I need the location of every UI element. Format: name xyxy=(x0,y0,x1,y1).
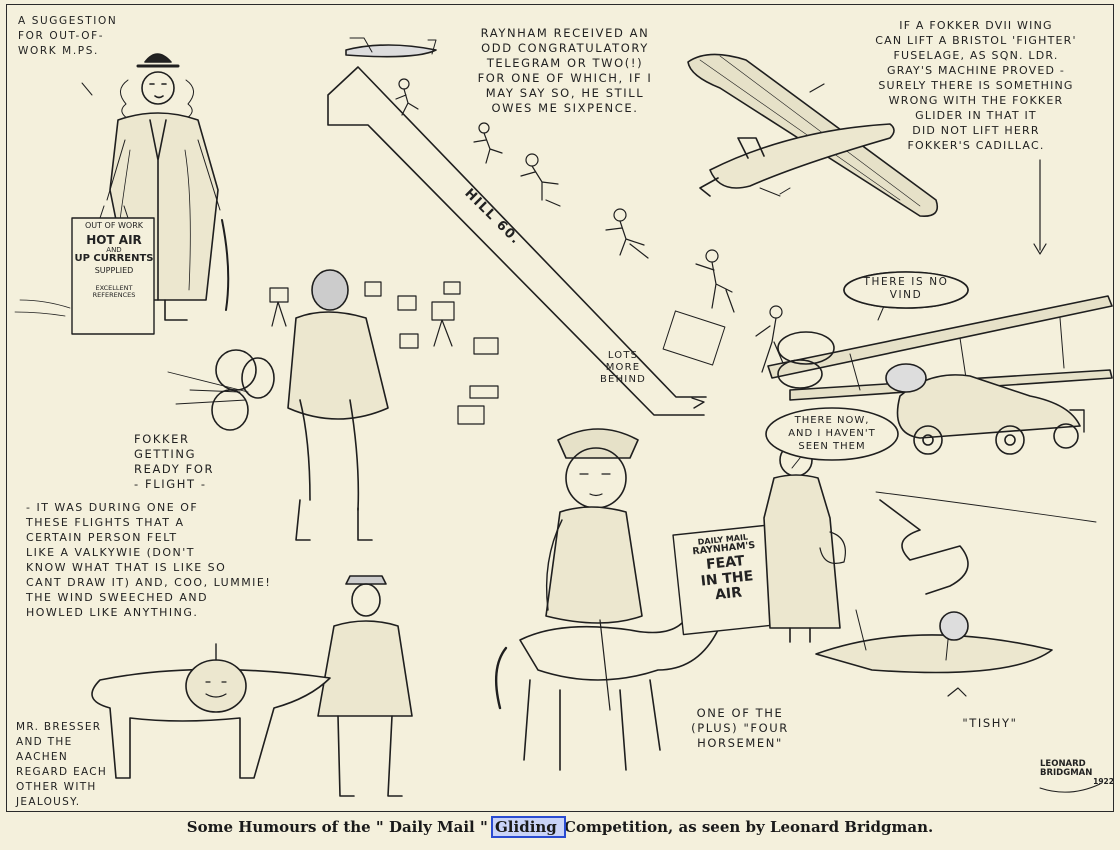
fokker-monoplane-drawing xyxy=(687,53,1047,255)
sign-hot-air: HOT AIR xyxy=(86,233,142,248)
note-fokker-ready: FOKKER GETTING READY FOR - FLIGHT - xyxy=(134,432,215,491)
sign-references: EXCELLENT REFERENCES xyxy=(92,284,136,300)
speech-bubble-there-now xyxy=(765,407,899,469)
sign-and: AND xyxy=(106,245,122,254)
note-tishy: "TISHY" xyxy=(962,716,1018,730)
cartoon-frame xyxy=(6,4,1114,812)
speech-bubble-no-vind xyxy=(843,271,969,309)
sign-feat-in-air: FEAT IN THE AIR xyxy=(699,553,754,604)
note-no-vind: THERE IS NO VIND xyxy=(863,276,949,301)
note-suggestion: A SUGGESTION FOR OUT-OF- WORK M.PS. xyxy=(18,15,118,57)
hill-60-drawing xyxy=(327,37,787,416)
note-there-now: THERE NOW, AND I HAVEN'T SEEN THEM xyxy=(788,415,876,452)
sign-up-currents: UP CURRENTS xyxy=(74,253,154,265)
note-raynham: RAYNHAM RECEIVED AN ODD CONGRATULATORY T… xyxy=(477,26,653,115)
note-bresser: MR. BRESSER AND THE AACHEN REGARD EACH O… xyxy=(16,721,108,808)
sign-out-of-work-text: OUT OF WORK xyxy=(84,221,144,230)
bresser-drawing xyxy=(91,575,413,797)
fokker-figure-drawing xyxy=(167,269,499,541)
note-lots-more: LOTS MORE BEHIND xyxy=(600,350,647,385)
tishy-glider-drawing xyxy=(815,491,1097,697)
caption-after: Competition, as seen by Leonard Bridgman… xyxy=(564,818,934,836)
biplane-and-car-drawing xyxy=(767,271,1113,455)
signature-year: 1922 xyxy=(1093,776,1114,786)
note-fokker-wing: IF A FOKKER DVII WING CAN LIFT A BRISTOL… xyxy=(875,19,1077,152)
caption: Some Humours of the " Daily Mail " Glidi… xyxy=(0,816,1120,838)
woman-drawing xyxy=(763,443,846,643)
note-horsemen: ONE OF THE (PLUS) "FOUR HORSEMEN" xyxy=(691,706,789,750)
sign-out-of-work: OUT OF WORK HOT AIR AND UP CURRENTS SUPP… xyxy=(74,221,154,300)
mp-figure-drawing xyxy=(14,53,230,335)
note-valkyrie: - IT WAS DURING ONE OF THESE FLIGHTS THA… xyxy=(26,501,272,619)
signature-line-2: BRIDGMAN xyxy=(1040,767,1093,778)
artist-signature: LEONARD BRIDGMAN 1922 xyxy=(1040,760,1114,786)
cartoon-illustration xyxy=(14,37,1113,797)
signature-line-1: LEONARD xyxy=(1040,759,1086,769)
sign-supplied: SUPPLIED xyxy=(94,265,134,275)
caption-highlight-gliding[interactable]: Gliding xyxy=(490,816,567,838)
caption-before: Some Humours of the " Daily Mail " xyxy=(186,818,493,836)
signature-scribble xyxy=(1039,783,1101,793)
horseman-drawing xyxy=(495,428,776,771)
sign-raynham-feat: DAILY MAIL RAYNHAM'S FEAT IN THE AIR xyxy=(679,532,773,607)
